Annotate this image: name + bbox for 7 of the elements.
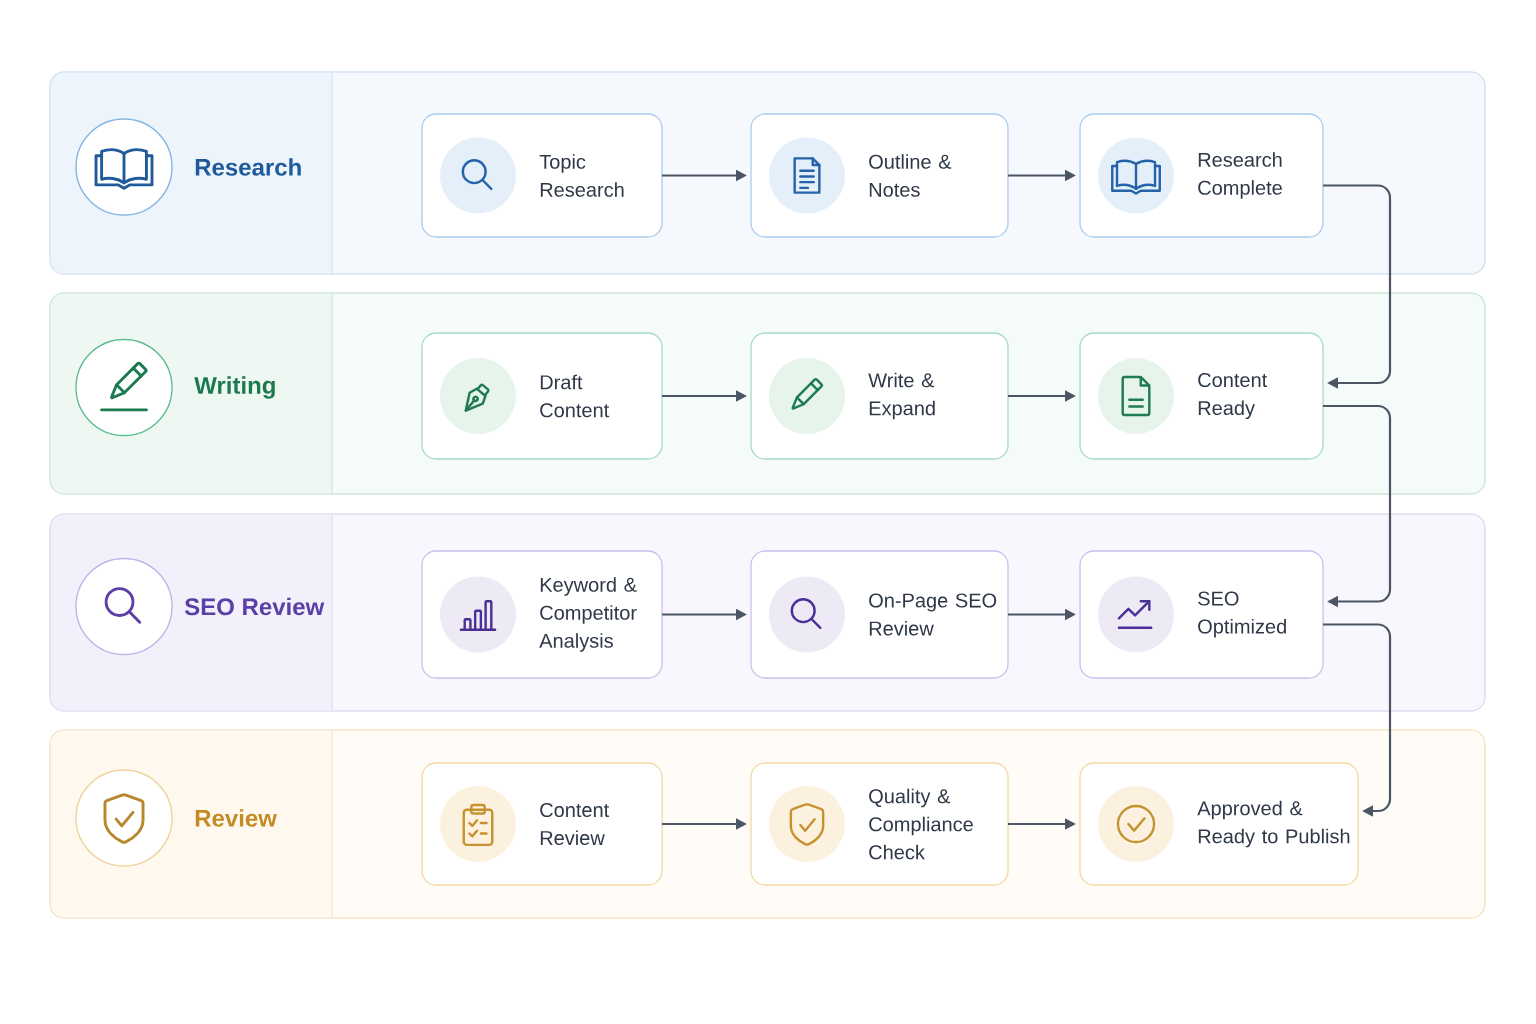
lane-title: SEO Review — [184, 597, 325, 616]
arrow — [1323, 184, 1392, 389]
arrow — [1323, 404, 1392, 608]
lane-title: Review — [195, 809, 277, 827]
lane-title: Writing — [194, 376, 275, 399]
arrow — [1323, 623, 1392, 817]
lane-title: Research — [195, 158, 301, 176]
